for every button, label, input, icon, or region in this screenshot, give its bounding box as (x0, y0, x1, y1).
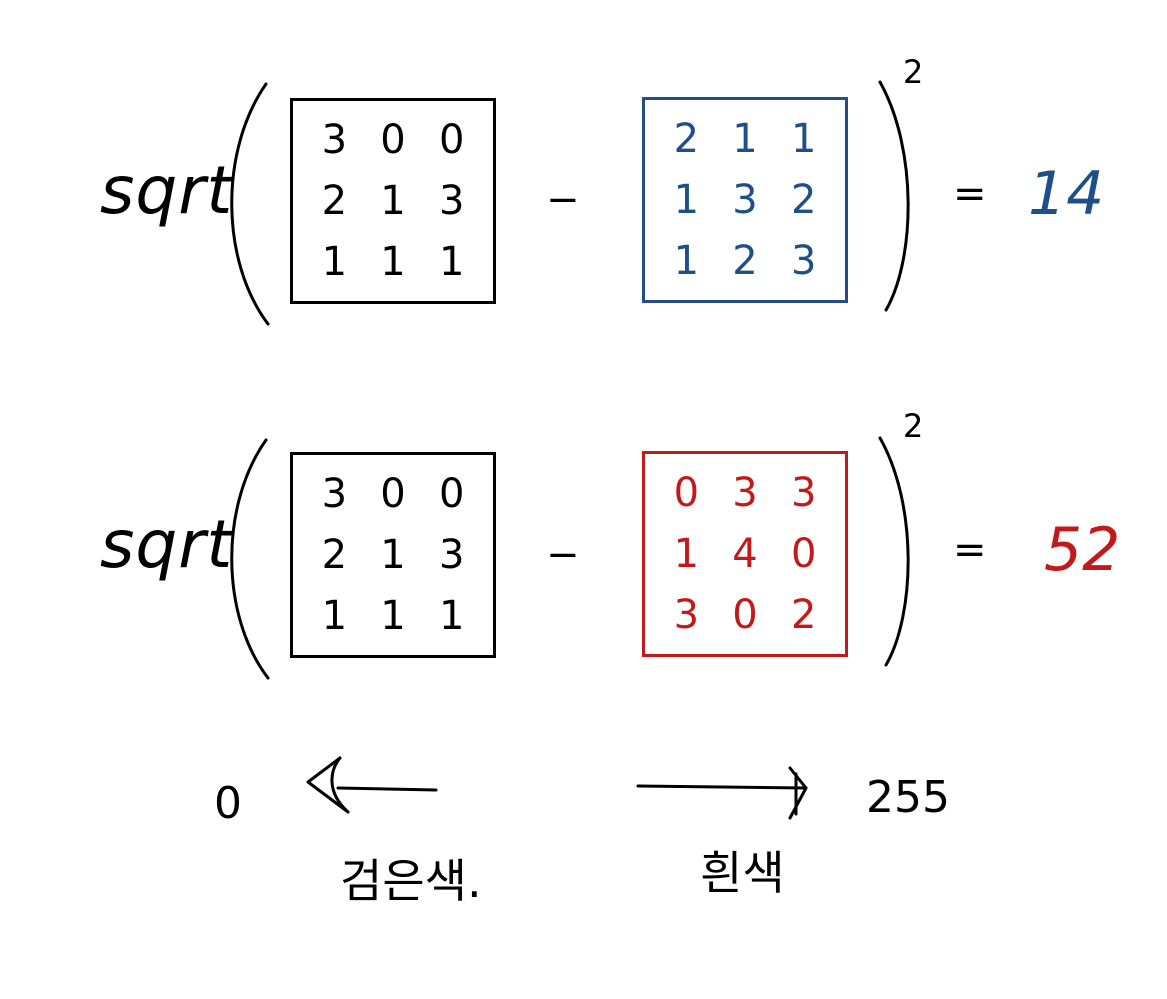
right-matrix-2: 0 3 3 1 4 0 3 0 2 (642, 451, 848, 657)
left-arrow-shaft (336, 786, 438, 792)
matrix-cell: 2 (790, 592, 817, 639)
matrix-cell: 3 (321, 470, 348, 517)
matrix-cell: 1 (673, 176, 700, 223)
matrix-cell: 1 (673, 238, 700, 285)
left-paren-1 (230, 82, 270, 326)
result-value-2: 52 (1044, 515, 1121, 585)
matrix-cell: 0 (438, 470, 465, 517)
sqrt-label-2: sqrt (100, 506, 234, 583)
exponent-2: 2 (903, 407, 924, 445)
matrix-cell: 0 (438, 116, 465, 163)
matrix-cell: 2 (321, 531, 348, 578)
matrix-cell: 0 (673, 469, 700, 516)
scale-max-label: 흰색 (700, 846, 785, 900)
matrix-cell: 3 (732, 176, 758, 223)
exponent-1: 2 (903, 53, 924, 91)
matrix-cell: 3 (438, 177, 465, 224)
matrix-cell: 1 (380, 177, 406, 224)
matrix-cell: 0 (380, 470, 406, 517)
minus-sign-2: − (546, 532, 580, 578)
matrix-cell: 1 (790, 115, 817, 162)
equals-sign-2: = (953, 527, 987, 573)
right-arrow-shaft (636, 784, 808, 790)
matrix-cell: 2 (673, 115, 700, 162)
left-arrow-head (306, 756, 350, 814)
matrix-cell: 3 (321, 116, 348, 163)
matrix-cell: 2 (790, 176, 817, 223)
right-arrow-head (788, 766, 808, 820)
matrix-cell: 3 (732, 469, 758, 516)
matrix-cell: 1 (380, 239, 406, 286)
scale-min-value: 0 (214, 778, 242, 829)
matrix-cell: 0 (732, 592, 758, 639)
matrix-cell: 0 (790, 530, 817, 577)
minus-sign-1: − (546, 177, 580, 223)
matrix-cell: 3 (790, 469, 817, 516)
right-paren-1 (878, 80, 910, 312)
matrix-cell: 2 (321, 177, 348, 224)
matrix-cell: 4 (732, 530, 758, 577)
matrix-cell: 1 (380, 531, 406, 578)
left-paren-2 (230, 438, 270, 680)
right-paren-2 (878, 436, 910, 667)
matrix-cell: 1 (438, 593, 465, 640)
matrix-cell: 3 (438, 531, 465, 578)
equals-sign-1: = (953, 171, 987, 217)
matrix-cell: 1 (732, 115, 758, 162)
matrix-cell: 3 (673, 592, 700, 639)
matrix-cell: 1 (673, 530, 700, 577)
matrix-cell: 0 (380, 116, 406, 163)
result-value-1: 14 (1028, 159, 1105, 229)
matrix-cell: 3 (790, 238, 817, 285)
scale-min-label: 검은색. (340, 854, 482, 908)
left-matrix-2: 3 0 0 2 1 3 1 1 1 (290, 452, 496, 658)
right-matrix-1: 2 1 1 1 3 2 1 2 3 (642, 97, 848, 303)
sqrt-label-1: sqrt (100, 152, 234, 229)
matrix-cell: 1 (321, 593, 348, 640)
scale-max-value: 255 (866, 772, 950, 823)
matrix-cell: 1 (380, 593, 406, 640)
matrix-cell: 2 (732, 238, 758, 285)
left-matrix-1: 3 0 0 2 1 3 1 1 1 (290, 98, 496, 304)
matrix-cell: 1 (321, 239, 348, 286)
matrix-cell: 1 (438, 239, 465, 286)
